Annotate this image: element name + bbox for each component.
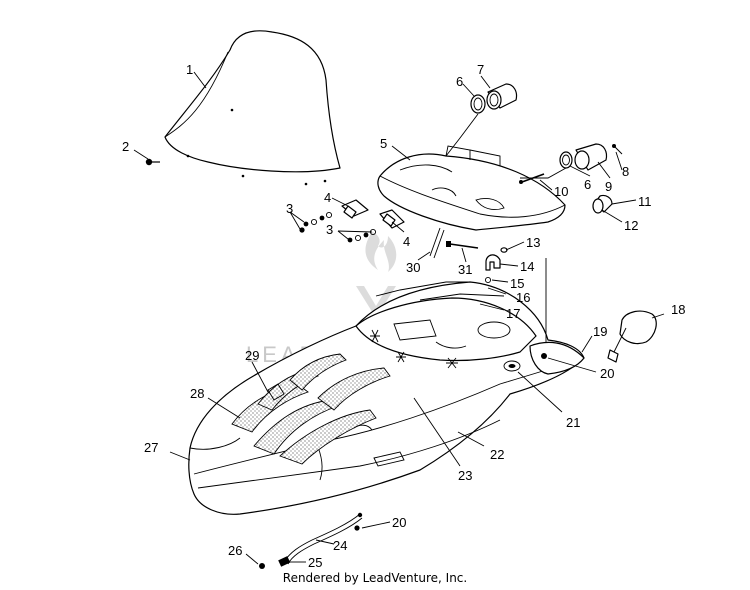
callout-24: 24 <box>333 538 347 553</box>
callout-21: 21 <box>566 415 580 430</box>
indicator-part-11 <box>592 194 613 214</box>
fasteners-part-3 <box>289 211 377 243</box>
callout-20b: 20 <box>392 515 406 530</box>
callout-10: 10 <box>554 184 568 199</box>
end-fitting-part-25 <box>278 556 291 567</box>
callout-28: 28 <box>190 386 204 401</box>
leader-lines <box>133 71 665 565</box>
callout-8: 8 <box>622 164 629 179</box>
wire-gauge-9 <box>520 167 567 179</box>
callout-12: 12 <box>624 218 638 233</box>
callout-14: 14 <box>520 259 534 274</box>
callout-13: 13 <box>526 235 540 250</box>
nut-part-26 <box>259 563 265 569</box>
callout-19: 19 <box>593 324 607 339</box>
bracket-part-4a <box>341 199 369 219</box>
side-vents <box>231 353 391 465</box>
callout-6a: 6 <box>456 74 463 89</box>
callout-26: 26 <box>228 543 242 558</box>
bolt-part-31 <box>446 241 479 249</box>
callout-20a: 20 <box>600 366 614 381</box>
watermark-logo <box>356 232 397 318</box>
callout-16: 16 <box>516 290 530 305</box>
callout-5: 5 <box>380 136 387 151</box>
callout-15: 15 <box>510 276 524 291</box>
callout-7: 7 <box>477 62 484 77</box>
callout-1: 1 <box>186 62 193 77</box>
callout-23: 23 <box>458 468 472 483</box>
bracket-part-4b <box>379 209 405 229</box>
dash-panel <box>377 145 566 231</box>
callout-6b: 6 <box>584 177 591 192</box>
hood-body <box>188 281 585 515</box>
callout-29: 29 <box>245 348 259 363</box>
callout-30: 30 <box>406 260 420 275</box>
clip-part-14 <box>485 254 501 271</box>
callout-11: 11 <box>638 194 652 209</box>
callout-18: 18 <box>671 302 685 317</box>
callout-31: 31 <box>458 262 472 277</box>
fastener-part-20-lower <box>354 525 360 531</box>
callout-25: 25 <box>308 555 322 570</box>
callout-4b: 4 <box>403 234 410 249</box>
windshield <box>164 30 341 186</box>
callout-9: 9 <box>605 179 612 194</box>
callout-17: 17 <box>506 306 520 321</box>
wire-gauge-7 <box>445 113 479 157</box>
pin-part-8 <box>612 144 623 155</box>
cable-tie-part-30 <box>429 227 445 259</box>
screw-part-2 <box>145 158 160 166</box>
gauge-housing-part-7 <box>486 83 518 110</box>
gauge-ring-part-6 <box>470 94 486 114</box>
footer-credit: Rendered by LeadVenture, Inc. <box>282 571 468 585</box>
callout-27: 27 <box>144 440 158 455</box>
callout-22: 22 <box>490 447 504 462</box>
callout-3a: 3 <box>286 201 293 216</box>
callout-4a: 4 <box>324 190 331 205</box>
mirror-part-18 <box>607 310 657 363</box>
callout-2: 2 <box>122 139 129 154</box>
hood-cable-part-24 <box>283 512 363 565</box>
gauge-part-9 <box>574 143 608 171</box>
callouts: 1 2 3 3 4 4 5 6 7 6 8 9 10 11 12 13 14 1… <box>122 62 685 570</box>
screw-part-10 <box>519 173 545 184</box>
callout-3b: 3 <box>326 222 333 237</box>
washer-part-15 <box>484 276 492 284</box>
